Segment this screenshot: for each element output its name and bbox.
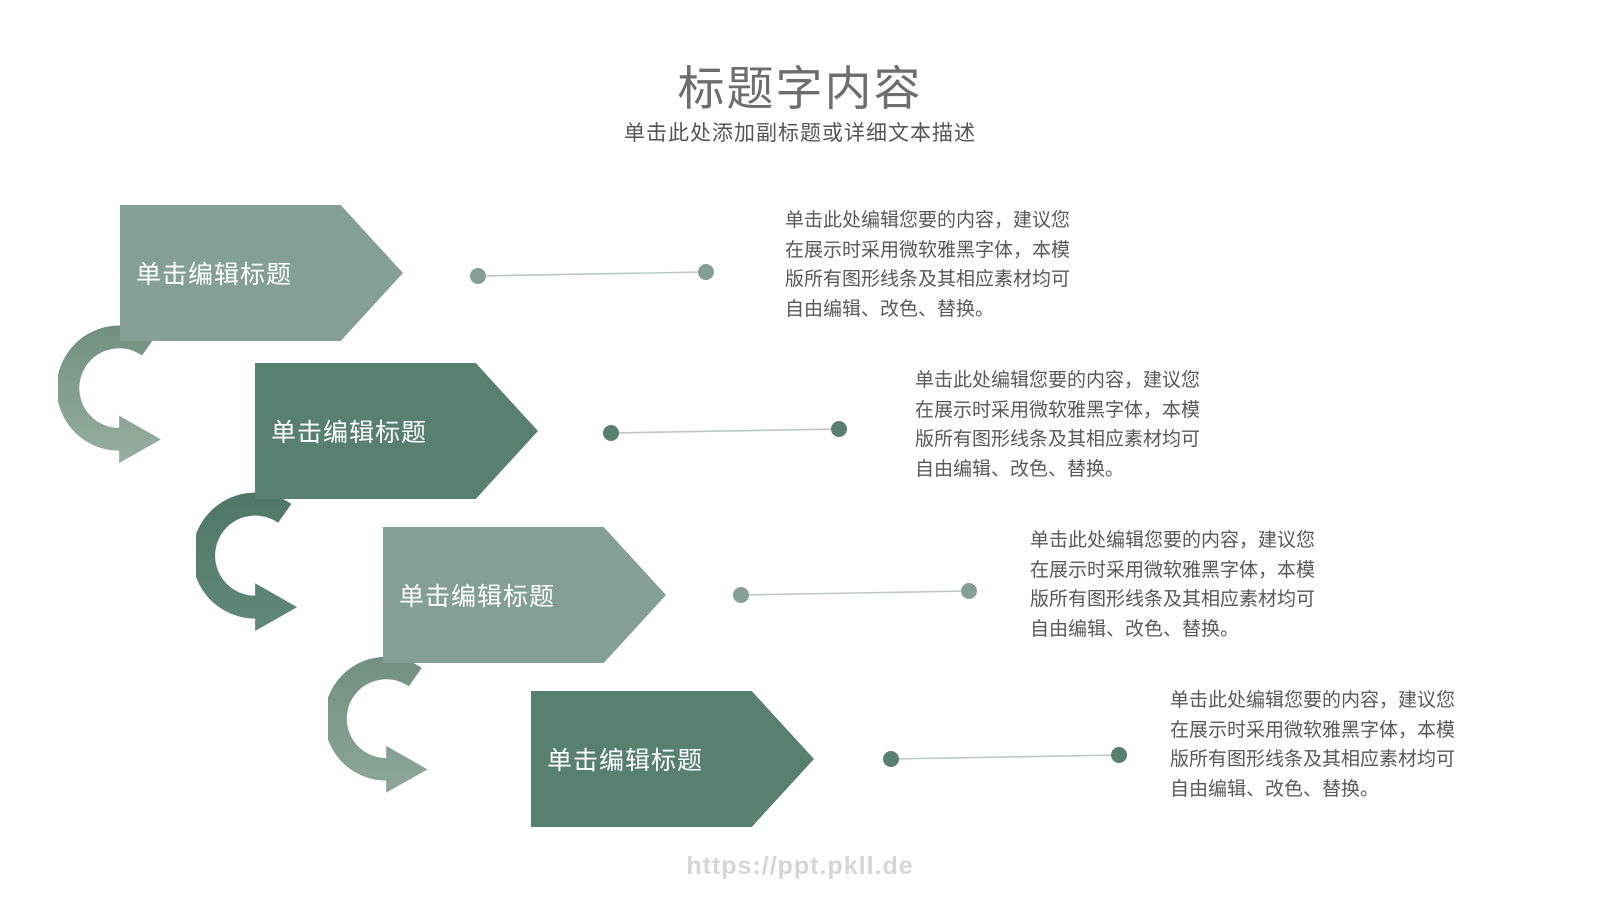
step-description-1[interactable]: 单击此处编辑您要的内容，建议您 在展示时采用微软雅黑字体，本模 版所有图形线条及… (785, 206, 1105, 324)
desc-line: 在展示时采用微软雅黑字体，本模 (915, 399, 1201, 421)
connector-line-4 (883, 747, 1127, 767)
connector-dot-left (883, 751, 899, 767)
connector-line-2 (603, 421, 847, 441)
curved-arrow-path (196, 492, 298, 631)
step-shape-1[interactable]: 单击编辑标题 (120, 205, 403, 341)
desc-line: 单击此处编辑您要的内容，建议您 (915, 370, 1201, 391)
desc-line: 版所有图形线条及其相应素材均可 (1170, 749, 1456, 770)
step-label-3: 单击编辑标题 (399, 583, 556, 611)
connector-dot-left (603, 425, 619, 441)
curved-arrow-1-icon (58, 325, 161, 464)
connector-dot-right (831, 421, 847, 437)
curved-arrow-2-icon (196, 492, 298, 631)
connector-line-3 (733, 583, 977, 603)
desc-line: 自由编辑、改色、替换。 (1030, 618, 1240, 640)
curved-arrow-3-icon (328, 656, 428, 793)
step-label-2: 单击编辑标题 (271, 419, 428, 447)
step-shape-3[interactable]: 单击编辑标题 (383, 527, 666, 663)
connector-stroke (610, 428, 840, 434)
desc-line: 单击此处编辑您要的内容，建议您 (1170, 690, 1456, 711)
desc-line: 版所有图形线条及其相应素材均可 (1030, 589, 1316, 610)
step-description-4[interactable]: 单击此处编辑您要的内容，建议您 在展示时采用微软雅黑字体，本模 版所有图形线条及… (1170, 686, 1490, 804)
desc-line: 自由编辑、改色、替换。 (915, 458, 1125, 480)
step-description-3[interactable]: 单击此处编辑您要的内容，建议您 在展示时采用微软雅黑字体，本模 版所有图形线条及… (1030, 526, 1350, 644)
slide-title[interactable]: 标题字内容 (677, 62, 923, 115)
desc-line: 自由编辑、改色、替换。 (785, 298, 995, 320)
connector-stroke (740, 590, 970, 596)
desc-line: 在展示时采用微软雅黑字体，本模 (1030, 559, 1316, 581)
connector-dot-right (1111, 747, 1127, 763)
step-label-1: 单击编辑标题 (136, 261, 293, 289)
curved-arrow-path (58, 325, 161, 464)
watermark-url[interactable]: https://ppt.pkll.de (686, 852, 914, 880)
desc-line: 单击此处编辑您要的内容，建议您 (1030, 530, 1316, 551)
desc-line: 自由编辑、改色、替换。 (1170, 778, 1380, 800)
curved-arrow-path (328, 656, 428, 793)
step-description-2[interactable]: 单击此处编辑您要的内容，建议您 在展示时采用微软雅黑字体，本模 版所有图形线条及… (915, 366, 1235, 484)
connector-dot-right (961, 583, 977, 599)
slide-subtitle[interactable]: 单击此处添加副标题或详细文本描述 (624, 122, 976, 145)
connector-dot-left (733, 587, 749, 603)
step-label-4: 单击编辑标题 (547, 747, 704, 775)
desc-line: 版所有图形线条及其相应素材均可 (915, 429, 1201, 450)
connector-stroke (477, 271, 707, 277)
connector-dot-right (698, 264, 714, 280)
connector-line-1 (470, 264, 714, 284)
desc-line: 版所有图形线条及其相应素材均可 (785, 269, 1071, 290)
desc-line: 在展示时采用微软雅黑字体，本模 (785, 239, 1071, 261)
desc-line: 在展示时采用微软雅黑字体，本模 (1170, 719, 1456, 741)
desc-line: 单击此处编辑您要的内容，建议您 (785, 210, 1071, 231)
connector-stroke (890, 754, 1120, 760)
step-shape-4[interactable]: 单击编辑标题 (531, 691, 814, 827)
connector-dot-left (470, 268, 486, 284)
step-shape-2[interactable]: 单击编辑标题 (255, 363, 538, 499)
